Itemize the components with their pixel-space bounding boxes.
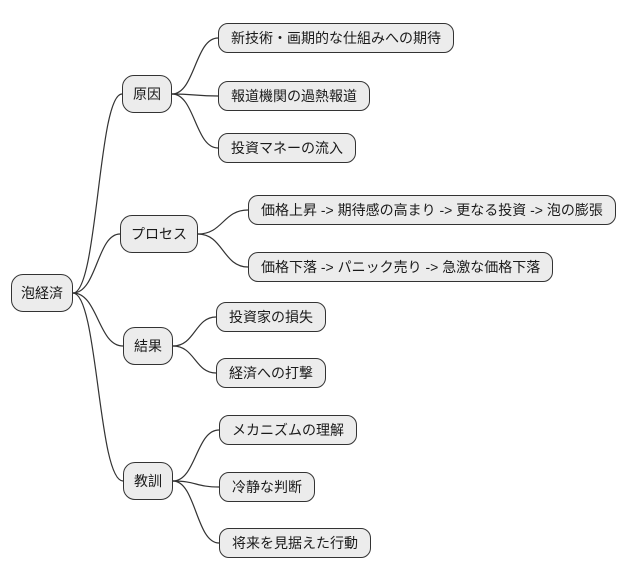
edge-root-process <box>72 233 121 294</box>
leaf-node-price-fall-panic-crash: 価格下落 -> パニック売り -> 急激な価格下落 <box>248 252 554 282</box>
branch-node-causes: 原因 <box>122 75 172 113</box>
edge-causes-media <box>171 93 219 97</box>
branch-node-process: プロセス <box>120 215 198 253</box>
edge-lessons-mechanism <box>172 429 220 482</box>
leaf-node-future-oriented-action: 将来を見据えた行動 <box>219 528 371 558</box>
edge-results-economy-damage <box>172 345 217 374</box>
edge-causes-money-inflow <box>171 93 219 149</box>
edge-root-results <box>72 292 124 347</box>
leaf-node-calm-judgment: 冷静な判断 <box>219 472 315 502</box>
leaf-node-price-rise-bubble-expansion: 価格上昇 -> 期待感の高まり -> 更なる投資 -> 泡の膨張 <box>248 195 616 225</box>
branch-node-lessons: 教訓 <box>123 462 173 500</box>
leaf-node-mechanism-understanding: メカニズムの理解 <box>219 415 357 445</box>
edge-root-causes <box>72 93 123 294</box>
leaf-node-investment-money-inflow: 投資マネーの流入 <box>218 133 356 163</box>
leaf-node-economic-damage: 経済への打撃 <box>216 358 326 388</box>
edge-root-lessons <box>72 292 124 482</box>
edge-lessons-calm-judgment <box>172 480 220 488</box>
edge-causes-new-tech <box>171 37 219 95</box>
edge-process-expansion <box>197 209 249 235</box>
edge-results-investor-loss <box>172 316 217 347</box>
branch-node-results: 結果 <box>123 327 173 365</box>
leaf-node-investor-losses: 投資家の損失 <box>216 302 326 332</box>
root-node-bubble-economy: 泡経済 <box>11 274 73 312</box>
edge-lessons-future-action <box>172 480 220 544</box>
edge-process-crash <box>197 233 249 268</box>
leaf-node-media-overheated-coverage: 報道機関の過熱報道 <box>218 81 370 111</box>
leaf-node-new-tech-expectations: 新技術・画期的な仕組みへの期待 <box>218 23 454 53</box>
